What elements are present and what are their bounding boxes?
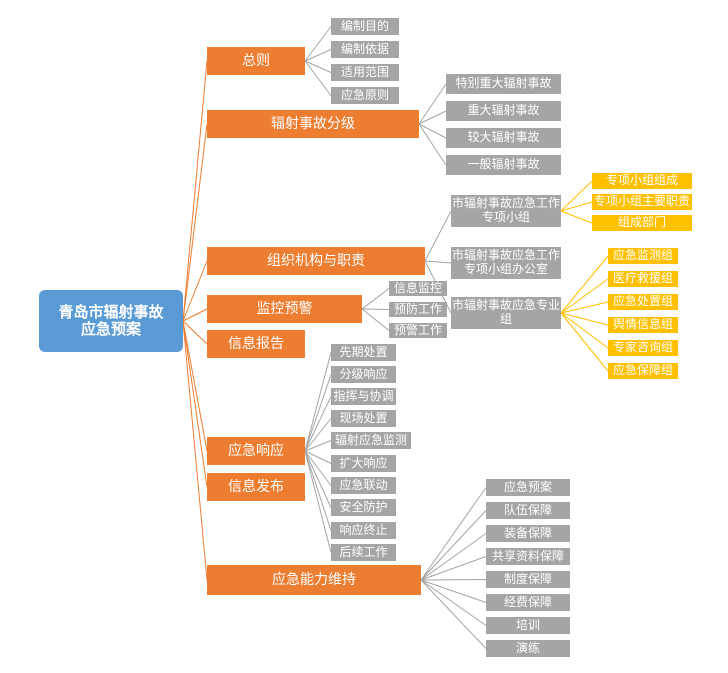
leaf-y2[interactable]: 专项小组主要职责 <box>592 194 692 210</box>
connector-nengli-n8 <box>420 579 487 649</box>
branch-zongze[interactable]: 总则 <box>207 47 305 75</box>
subnode-j1[interactable]: 信息监控 <box>389 281 447 296</box>
leaf-p3[interactable]: 应急处置组 <box>608 294 678 310</box>
branch-zuzhi[interactable]: 组织机构与职责 <box>207 247 425 275</box>
subnode-o1[interactable]: 市辐射事故应急工作 专项小组 <box>451 195 561 227</box>
connector-o3-p6 <box>560 312 609 372</box>
connector-nengli-n5 <box>420 579 487 581</box>
connector-root-zuzhi <box>182 260 208 322</box>
subnode-x9[interactable]: 响应终止 <box>331 522 396 539</box>
subnode-x1[interactable]: 先期处置 <box>331 344 396 361</box>
subnode-x6[interactable]: 扩大响应 <box>331 455 396 472</box>
connector-root-nengli <box>182 320 208 581</box>
connector-xiangying-x10 <box>304 450 332 553</box>
leaf-p5[interactable]: 专家咨询组 <box>608 340 678 356</box>
connector-jiankong-j1 <box>361 288 390 310</box>
subnode-x8[interactable]: 安全防护 <box>331 499 396 516</box>
connector-root-xiangying <box>182 320 208 452</box>
connector-o3-p1 <box>560 255 609 314</box>
subnode-n3[interactable]: 装备保障 <box>486 525 570 542</box>
connector-fenji-f3 <box>418 123 447 139</box>
subnode-f4[interactable]: 一般辐射事故 <box>446 155 561 175</box>
subnode-x2[interactable]: 分级响应 <box>331 366 396 383</box>
connector-o3-p4 <box>560 312 609 326</box>
connector-jiankong-j3 <box>361 308 390 331</box>
connector-o1-y1 <box>560 180 593 212</box>
subnode-j2[interactable]: 预防工作 <box>389 302 447 317</box>
connector-zongze-z4 <box>304 60 332 96</box>
leaf-y3[interactable]: 组成部门 <box>592 215 692 231</box>
subnode-x5[interactable]: 辐射应急监测 <box>331 432 411 449</box>
connector-xiangying-x4 <box>304 418 332 452</box>
subnode-f3[interactable]: 较大辐射事故 <box>446 128 561 148</box>
connector-o3-p5 <box>560 312 609 349</box>
connector-o3-p3 <box>560 301 609 314</box>
connector-root-fenji <box>182 123 208 322</box>
connector-nengli-n4 <box>420 556 487 581</box>
connector-zongze-z1 <box>304 26 332 62</box>
connector-o1-y2 <box>560 201 593 212</box>
subnode-z4[interactable]: 应急原则 <box>331 87 399 104</box>
subnode-z2[interactable]: 编制依据 <box>331 41 399 58</box>
subnode-x7[interactable]: 应急联动 <box>331 477 396 494</box>
subnode-x4[interactable]: 现场处置 <box>331 410 396 427</box>
subnode-z3[interactable]: 适用范围 <box>331 64 399 81</box>
branch-fenji[interactable]: 辐射事故分级 <box>207 110 419 138</box>
connector-root-jiankong <box>182 308 208 322</box>
subnode-f1[interactable]: 特别重大辐射事故 <box>446 74 561 94</box>
connector-zongze-z2 <box>304 49 332 62</box>
subnode-f2[interactable]: 重大辐射事故 <box>446 101 561 121</box>
connector-fenji-f1 <box>418 83 447 125</box>
subnode-n6[interactable]: 经费保障 <box>486 594 570 611</box>
connector-root-fabu <box>182 320 208 488</box>
connector-zongze-z3 <box>304 60 332 73</box>
connector-nengli-n2 <box>420 510 487 581</box>
connector-fenji-f2 <box>418 110 447 125</box>
branch-nengli[interactable]: 应急能力维持 <box>207 565 421 595</box>
connector-fenji-f4 <box>418 123 447 166</box>
branch-xiangying[interactable]: 应急响应 <box>207 437 305 465</box>
subnode-n5[interactable]: 制度保障 <box>486 571 570 588</box>
root-node[interactable]: 青岛市辐射事故 应急预案 <box>39 290 183 352</box>
connector-nengli-n1 <box>420 487 487 581</box>
connector-zuzhi-o2 <box>424 260 452 264</box>
subnode-z1[interactable]: 编制目的 <box>331 18 399 35</box>
connector-nengli-n6 <box>420 579 487 603</box>
subnode-o2[interactable]: 市辐射事故应急工作 专项小组办公室 <box>451 247 561 279</box>
subnode-n7[interactable]: 培训 <box>486 617 570 634</box>
branch-jiankong[interactable]: 监控预警 <box>207 295 362 323</box>
subnode-n1[interactable]: 应急预案 <box>486 479 570 496</box>
connector-xiangying-x6 <box>304 450 332 464</box>
connector-jiankong-j2 <box>361 308 390 310</box>
leaf-p6[interactable]: 应急保障组 <box>608 363 678 379</box>
leaf-p4[interactable]: 舆情信息组 <box>608 317 678 333</box>
connector-root-zongze <box>182 60 208 322</box>
connector-xiangying-x8 <box>304 450 332 508</box>
connector-xiangying-x2 <box>304 374 332 452</box>
connector-nengli-n7 <box>420 579 487 626</box>
connector-zuzhi-o1 <box>424 210 452 262</box>
subnode-n8[interactable]: 演练 <box>486 640 570 657</box>
subnode-x10[interactable]: 后续工作 <box>331 544 396 561</box>
connector-root-xinxibaogao <box>182 320 208 345</box>
connector-o3-p2 <box>560 278 609 314</box>
connector-nengli-n3 <box>420 533 487 581</box>
subnode-j3[interactable]: 预警工作 <box>389 323 447 338</box>
connector-xiangying-x5 <box>304 440 332 452</box>
connector-o1-y3 <box>560 210 593 224</box>
leaf-y1[interactable]: 专项小组组成 <box>592 173 692 189</box>
connector-xiangying-x7 <box>304 450 332 486</box>
leaf-p2[interactable]: 医疗救援组 <box>608 271 678 287</box>
branch-xinxibaogao[interactable]: 信息报告 <box>207 330 305 358</box>
leaf-p1[interactable]: 应急监测组 <box>608 248 678 264</box>
connector-xiangying-x9 <box>304 450 332 531</box>
subnode-n2[interactable]: 队伍保障 <box>486 502 570 519</box>
subnode-n4[interactable]: 共享资料保障 <box>486 548 570 565</box>
subnode-o3[interactable]: 市辐射事故应急专业 组 <box>451 297 561 329</box>
connector-xiangying-x1 <box>304 352 332 452</box>
branch-fabu[interactable]: 信息发布 <box>207 473 305 501</box>
subnode-x3[interactable]: 指挥与协调 <box>331 388 396 405</box>
connector-xiangying-x3 <box>304 396 332 452</box>
